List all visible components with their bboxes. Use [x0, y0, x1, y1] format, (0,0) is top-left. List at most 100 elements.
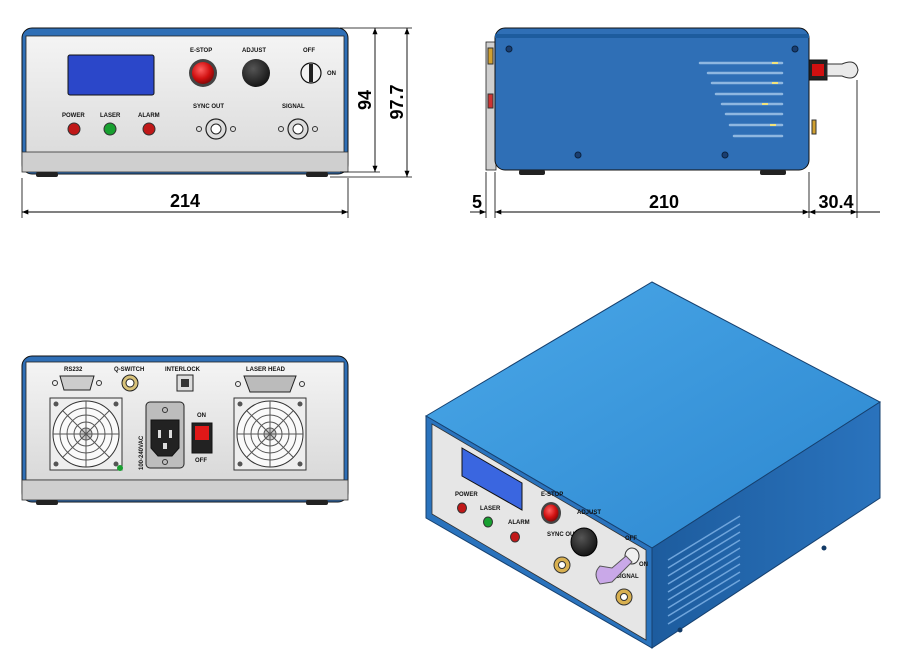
- side-screw: [791, 45, 799, 53]
- side-vents: [698, 61, 784, 138]
- side-screw: [721, 151, 729, 159]
- iso-label-power: POWER: [455, 492, 478, 498]
- rear-label-interlock: INTERLOCK: [165, 367, 201, 373]
- rear-label-on: ON: [197, 413, 206, 419]
- front-led-laser: [103, 122, 117, 136]
- front-screw: [196, 126, 202, 132]
- rear-label-laser-head: LASER HEAD: [246, 367, 286, 373]
- front-estop-button: [192, 62, 214, 84]
- rear-laser-head-port: [243, 375, 297, 393]
- side-screw: [505, 45, 513, 53]
- iso-adjust-knob: [570, 527, 598, 557]
- iso-led-power: [457, 502, 467, 514]
- rear-screw: [162, 459, 168, 465]
- iso-bnc-core: [620, 593, 628, 601]
- rear-fan-right: [233, 397, 307, 471]
- front-label-adjust: ADJUST: [242, 48, 266, 54]
- rear-ground-indicator: [117, 465, 123, 471]
- side-connector: [487, 93, 494, 109]
- rear-base: [21, 479, 349, 501]
- front-adjust-knob: [242, 59, 270, 87]
- side-rear-bnc: [811, 119, 817, 135]
- front-foot-left: [36, 172, 58, 177]
- iso-label-alarm: ALARM: [508, 520, 530, 526]
- dim-width-214: 214: [170, 191, 200, 211]
- front-bnc-sync-core: [210, 123, 222, 135]
- front-label-sync-out: SYNC OUT: [193, 104, 224, 110]
- rear-iec-pin: [158, 430, 161, 438]
- iso-label-adjust: ADJUST: [577, 510, 601, 516]
- rear-screw: [96, 380, 102, 386]
- rear-iec-socket: [150, 419, 180, 457]
- front-bnc-signal-core: [292, 123, 304, 135]
- iso-bnc-core: [558, 561, 566, 569]
- front-base: [21, 151, 349, 173]
- front-screw: [278, 126, 284, 132]
- iso-side-vents: [667, 515, 741, 625]
- rear-screw: [52, 380, 58, 386]
- side-key: [826, 61, 859, 79]
- iso-label-estop: E-STOP: [541, 492, 563, 498]
- iso-label-laser: LASER: [480, 506, 501, 512]
- rear-screw: [299, 381, 305, 387]
- rear-rs232-port: [59, 375, 95, 391]
- iso-lcd-display: [461, 447, 523, 511]
- side-view: 5 210 30.4: [470, 27, 880, 218]
- iso-screw: [821, 545, 827, 551]
- side-foot: [760, 170, 786, 175]
- rear-label-q-switch: Q-SWITCH: [114, 367, 144, 373]
- side-connector: [487, 47, 494, 65]
- dim-height-97-7: 97.7: [387, 84, 407, 119]
- iso-key: [595, 555, 633, 585]
- iso-led-alarm: [510, 531, 520, 543]
- rear-foot: [36, 500, 58, 505]
- iso-label-sync-out: SYNC OUT: [547, 532, 578, 538]
- rear-screw: [235, 381, 241, 387]
- rear-screw: [162, 407, 168, 413]
- dim-offset-5: 5: [472, 192, 482, 212]
- dim-height-94: 94: [355, 90, 375, 110]
- rear-label-rs232: RS232: [64, 367, 83, 373]
- side-enclosure: [494, 27, 810, 171]
- side-rear-switch-red: [812, 64, 824, 76]
- iso-label-on: ON: [639, 562, 648, 568]
- front-led-alarm: [142, 122, 156, 136]
- rear-interlock-jack: [181, 379, 189, 387]
- side-vent-highlights: [762, 62, 778, 126]
- dim-key-30-4: 30.4: [818, 192, 853, 212]
- front-label-laser: LASER: [100, 113, 121, 119]
- rear-iec-pin: [169, 430, 172, 438]
- front-view: E-STOP ADJUST OFF ON POWER LASER ALARM S…: [21, 27, 412, 218]
- rear-label-off: OFF: [195, 458, 207, 464]
- rear-bnc-core: [125, 378, 135, 388]
- dim-length-210: 210: [649, 192, 679, 212]
- iso-estop-button: [543, 504, 559, 522]
- iso-screw: [677, 627, 683, 633]
- front-label-estop: E-STOP: [190, 48, 212, 54]
- front-label-off: OFF: [303, 48, 315, 54]
- front-label-power: POWER: [62, 113, 85, 119]
- side-foot: [519, 170, 545, 175]
- iso-label-off: OFF: [625, 536, 637, 542]
- front-screw: [312, 126, 318, 132]
- front-lcd-display: [67, 54, 155, 96]
- iso-view: POWER LASER ALARM E-STOP ADJUST SYNC OUT…: [425, 281, 881, 649]
- front-screw: [230, 126, 236, 132]
- side-top-edge: [495, 34, 809, 38]
- front-label-on: ON: [327, 71, 336, 77]
- rear-foot: [306, 500, 328, 505]
- front-label-alarm: ALARM: [138, 113, 160, 119]
- front-foot-right: [306, 172, 328, 177]
- rear-view: RS232 Q-SWITCH INTERLOCK LASER HEAD: [21, 355, 349, 505]
- rear-fan-left: [49, 397, 123, 471]
- rear-label-voltage: 100-240VAC: [139, 435, 145, 470]
- front-led-power: [67, 122, 81, 136]
- rear-power-switch-red: [195, 426, 209, 440]
- iso-label-signal: SIGNAL: [616, 574, 639, 580]
- iso-led-laser: [483, 516, 493, 528]
- side-screw: [574, 151, 582, 159]
- rear-iec-pin: [163, 443, 167, 449]
- front-key-slot: [309, 64, 313, 82]
- front-label-signal: SIGNAL: [282, 104, 305, 110]
